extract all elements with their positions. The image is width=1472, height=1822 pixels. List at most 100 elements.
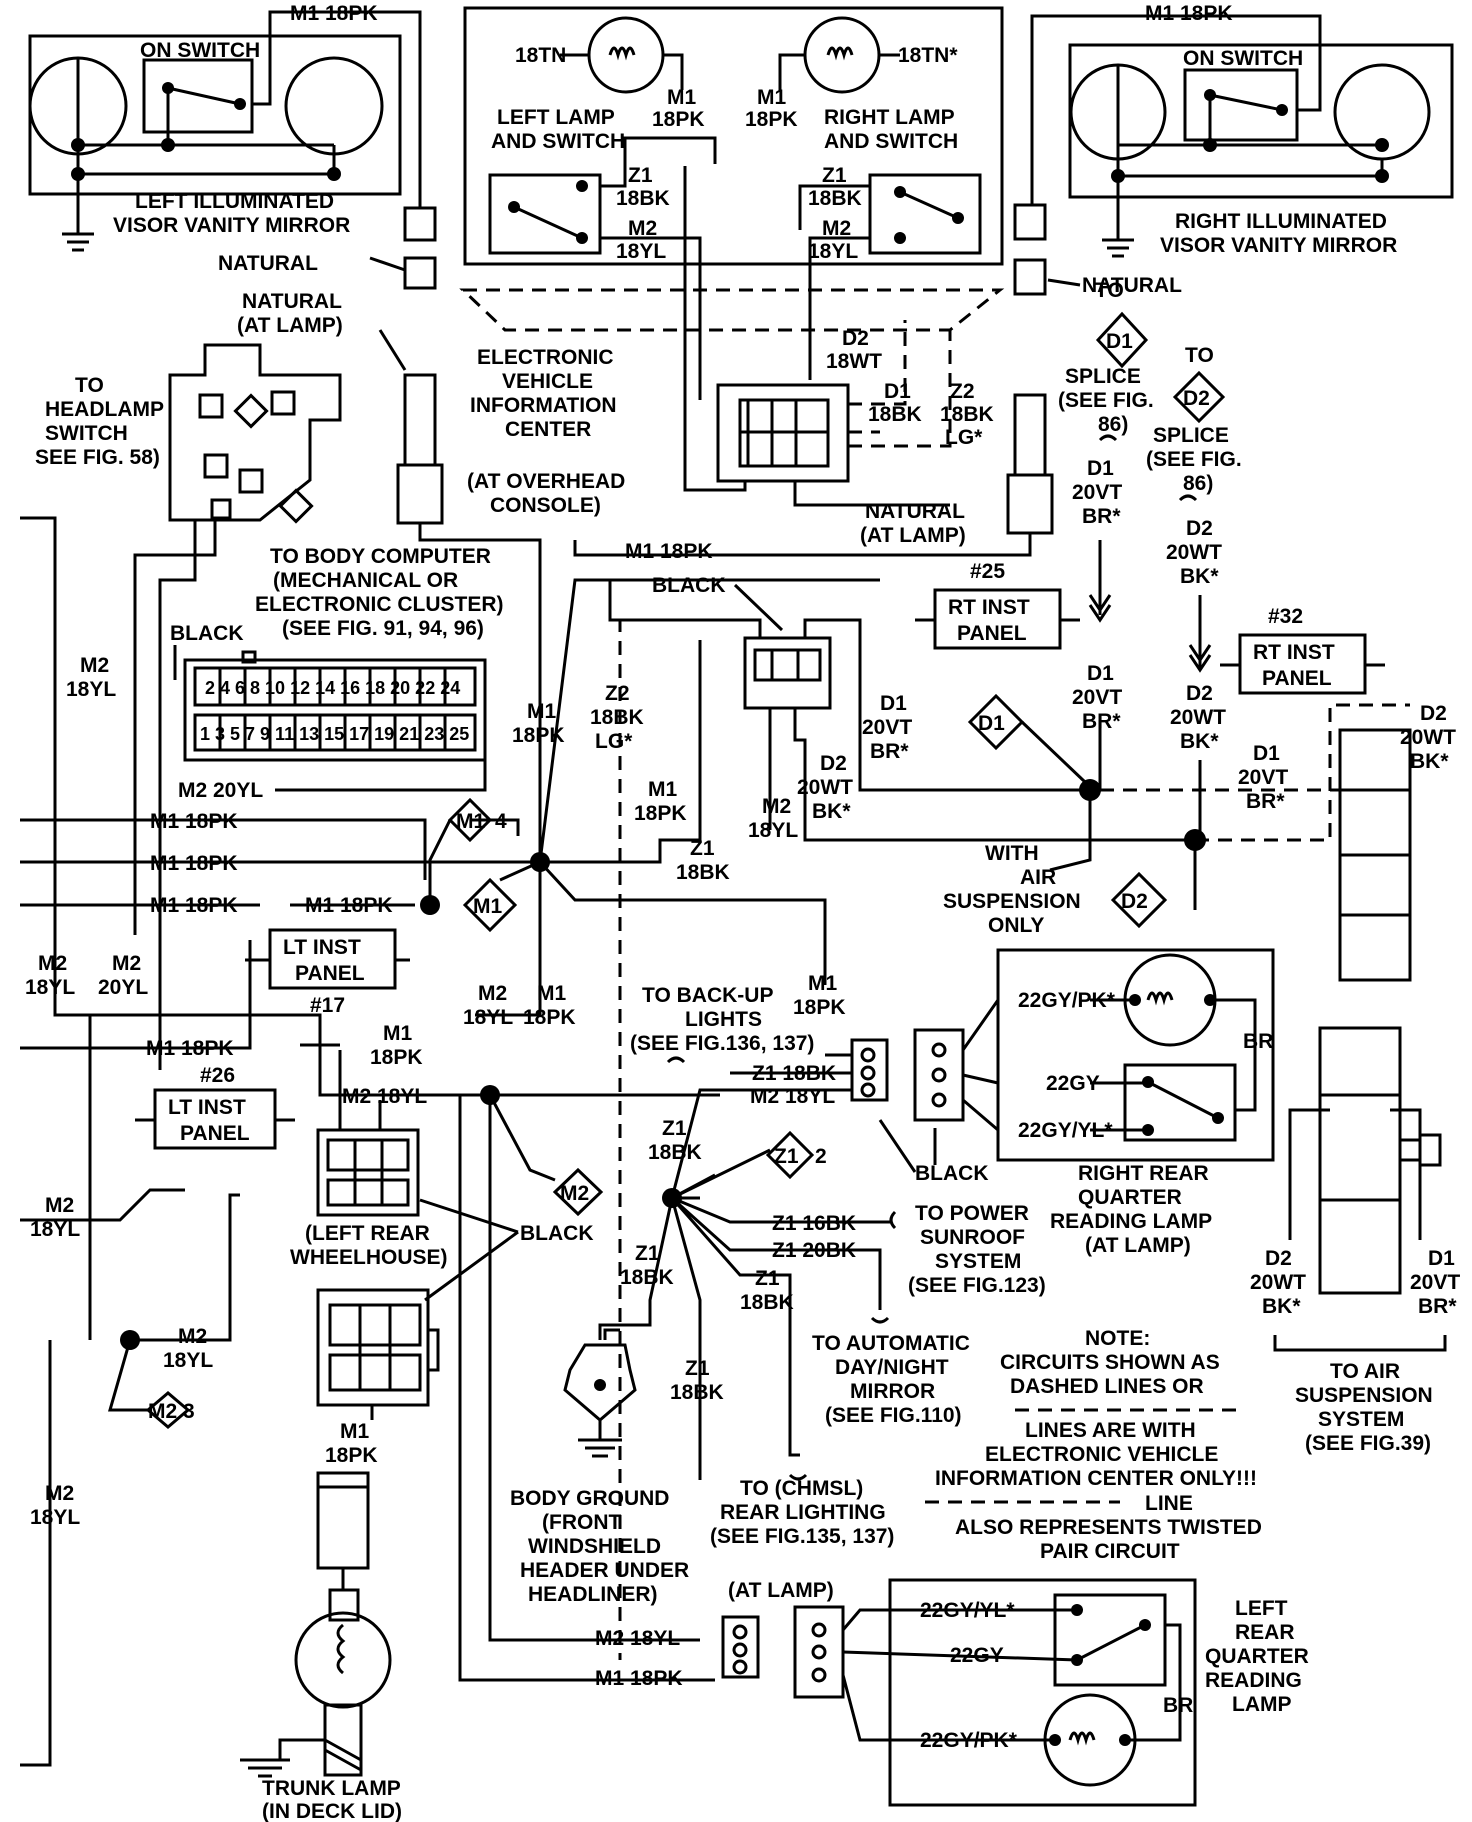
air-d2-b: 20WT: [1250, 1271, 1306, 1294]
mirror-3: MIRROR: [850, 1380, 935, 1403]
right-mirror-on-switch-label: ON SWITCH: [1183, 47, 1303, 70]
d2-center-b: 20WT: [797, 776, 853, 799]
body-computer-line1: TO BODY COMPUTER: [270, 545, 491, 568]
rr-m1-a: M1: [808, 972, 837, 995]
rr-22gyyl: 22GY/YL*: [1018, 1119, 1113, 1142]
d2-splice-c: 86): [1183, 472, 1213, 495]
m2-20yl-left-b: 20YL: [98, 976, 148, 999]
rr-title-2: QUARTER: [1078, 1186, 1182, 1209]
rt-inst-32-num: #32: [1268, 605, 1303, 628]
m2-center-b: 18YL: [748, 819, 798, 842]
left-lamp-label-line2: AND SWITCH: [491, 130, 625, 153]
note-7: LINE: [1145, 1492, 1193, 1515]
overhead-lamps: 18TN 18TN* M1 18PK M1 18PK LEFT LAMP AND…: [463, 6, 1004, 400]
trunk-lamp-line1: TRUNK LAMP: [262, 1777, 401, 1800]
d-splices: D1 TO D2 TO SPLICE (SEE FIG. 86) SPLICE …: [915, 279, 1456, 937]
overhead-console-line1: (AT OVERHEAD: [467, 470, 625, 493]
m2-splice: M2: [560, 1182, 589, 1205]
air-d1-a: D1: [1428, 1247, 1455, 1270]
body-computer-line4: (SEE FIG. 91, 94, 96): [282, 617, 484, 640]
z1-c: Z1: [635, 1242, 660, 1265]
rr-title-1: RIGHT REAR: [1078, 1162, 1209, 1185]
body-computer-line2: (MECHANICAL OR: [273, 569, 458, 592]
evic-enclosure: ELECTRONIC VEHICLE INFORMATION CENTER D2…: [459, 166, 1005, 507]
mid-m2-a: M2: [478, 982, 507, 1005]
lt-inst-26-num: #26: [200, 1064, 235, 1087]
m2-18yl-left-h: 18YL: [163, 1349, 213, 1372]
m2-20yl-left-a: M2: [112, 952, 141, 975]
d2-wire-c: BK*: [1180, 565, 1219, 588]
rr-m1-b: 18PK: [793, 996, 846, 1019]
m1-18pk-center-b: 18PK: [512, 724, 565, 747]
lamp-m2-right-a: M2: [822, 217, 851, 240]
m1-splice-label: M1: [473, 895, 502, 918]
d2-diamond-mid: D2: [1121, 890, 1148, 913]
m2-18yl-left-i: M2: [45, 1482, 74, 1505]
rt-inst-32-b: PANEL: [1262, 667, 1332, 690]
d1-splice-wire-a: D1: [1253, 742, 1280, 765]
air-d1-c: BR*: [1418, 1295, 1457, 1318]
mid-m1-c: M1: [537, 982, 566, 1005]
note-1: NOTE:: [1085, 1327, 1150, 1350]
rr-title-4: (AT LAMP): [1085, 1234, 1191, 1257]
body-computer-m2-label: M2 20YL: [178, 779, 263, 802]
natural-at-lamp: NATURAL (AT LAMP) NATURAL (AT LAMP) (AT …: [237, 290, 1054, 870]
lamp-m1-right-a: M1: [757, 86, 786, 109]
mid-m1-a: M1: [383, 1022, 412, 1045]
overhead-console-line2: CONSOLE): [490, 494, 601, 517]
sunroof-4: (SEE FIG.123): [908, 1274, 1046, 1297]
note-5: ELECTRONIC VEHICLE: [985, 1443, 1218, 1466]
lamp-m1-left-b: 18PK: [652, 108, 705, 131]
air-system-d: (SEE FIG.39): [1305, 1432, 1431, 1455]
evic-label-line1: ELECTRONIC: [477, 346, 614, 369]
d1-center-c: BR*: [870, 740, 909, 763]
lt-inst-17-b: PANEL: [295, 962, 365, 985]
lr-title-1: LEFT: [1235, 1597, 1288, 1620]
z1-h: 18BK: [670, 1381, 724, 1404]
note-3: DASHED LINES OR: [1010, 1375, 1204, 1398]
air-suspension-a: WITH: [985, 842, 1039, 865]
d1-center-b: 20VT: [862, 716, 912, 739]
m2-center-a: M2: [762, 795, 791, 818]
m1-18pk-row-3: M1 18PK: [150, 894, 238, 917]
z1-splice-2-num: 2: [815, 1145, 827, 1168]
sunroof-3: SYSTEM: [935, 1250, 1021, 1273]
m2-18yl-left-f: 18YL: [30, 1218, 80, 1241]
evic-z2-a: Z2: [950, 380, 975, 403]
left-mirror-title-line2: VISOR VANITY MIRROR: [113, 214, 350, 237]
mid-m2-b: 18YL: [463, 1006, 513, 1029]
left-visor-mirror: ON SWITCH LEFT ILLUMINATED VISOR VANITY …: [28, 2, 422, 252]
evic-z2-c: LG*: [945, 426, 983, 449]
d1-wire-b: 20VT: [1072, 481, 1122, 504]
z2-center-c: LG*: [595, 730, 633, 753]
m2-18yl-left-d: 18YL: [25, 976, 75, 999]
evic-d2-b: 18WT: [826, 350, 882, 373]
m2-18yl-left-b: 18YL: [66, 678, 116, 701]
air-d2-c: BK*: [1262, 1295, 1301, 1318]
z1-16bk: Z1 16BK: [772, 1212, 856, 1235]
left-feed-wires: M1 18PK M1 18PK M1 18PK M1 18PK M2 18YL …: [20, 516, 560, 1767]
lr-22gypk: 22GY/PK*: [920, 1729, 1018, 1752]
d1-diamond-mid: D1: [978, 712, 1005, 735]
lt-inst-26-a: LT INST: [168, 1096, 246, 1119]
trunk-lamp: TRUNK LAMP (IN DECK LID): [240, 1471, 402, 1822]
rr-title-3: READING LAMP: [1050, 1210, 1212, 1233]
d2-splice-a: SPLICE: [1153, 424, 1229, 447]
ground-1: BODY GROUND: [510, 1487, 669, 1510]
air-system-b: SUSPENSION: [1295, 1384, 1433, 1407]
d1-wire-a: D1: [1087, 457, 1114, 480]
lr-22gyyl: 22GY/YL*: [920, 1599, 1015, 1622]
lt-inst-panels: LT INST PANEL #17 LT INST PANEL #26: [135, 928, 410, 1150]
lr-m1-18pk: M1 18PK: [595, 1667, 683, 1690]
ground-4: HEADER UNDER: [520, 1559, 689, 1582]
left-rear-reading-lamp: (AT LAMP) 22GY/YL* 22GY 22GY/PK* BR LEFT…: [595, 1578, 1309, 1807]
d1-splice-b: (SEE FIG.: [1058, 389, 1154, 412]
wheelhouse-line2: WHEELHOUSE): [290, 1246, 448, 1269]
left-mirror-on-switch-label: ON SWITCH: [140, 39, 260, 62]
note-6: INFORMATION CENTER ONLY!!!: [935, 1467, 1257, 1490]
m1-18pk-center-a: M1: [527, 700, 556, 723]
lamp-m2-left-b: 18YL: [616, 240, 666, 263]
lamp-z1-right-a: Z1: [822, 164, 847, 187]
d2-far-c: BK*: [1410, 750, 1449, 773]
